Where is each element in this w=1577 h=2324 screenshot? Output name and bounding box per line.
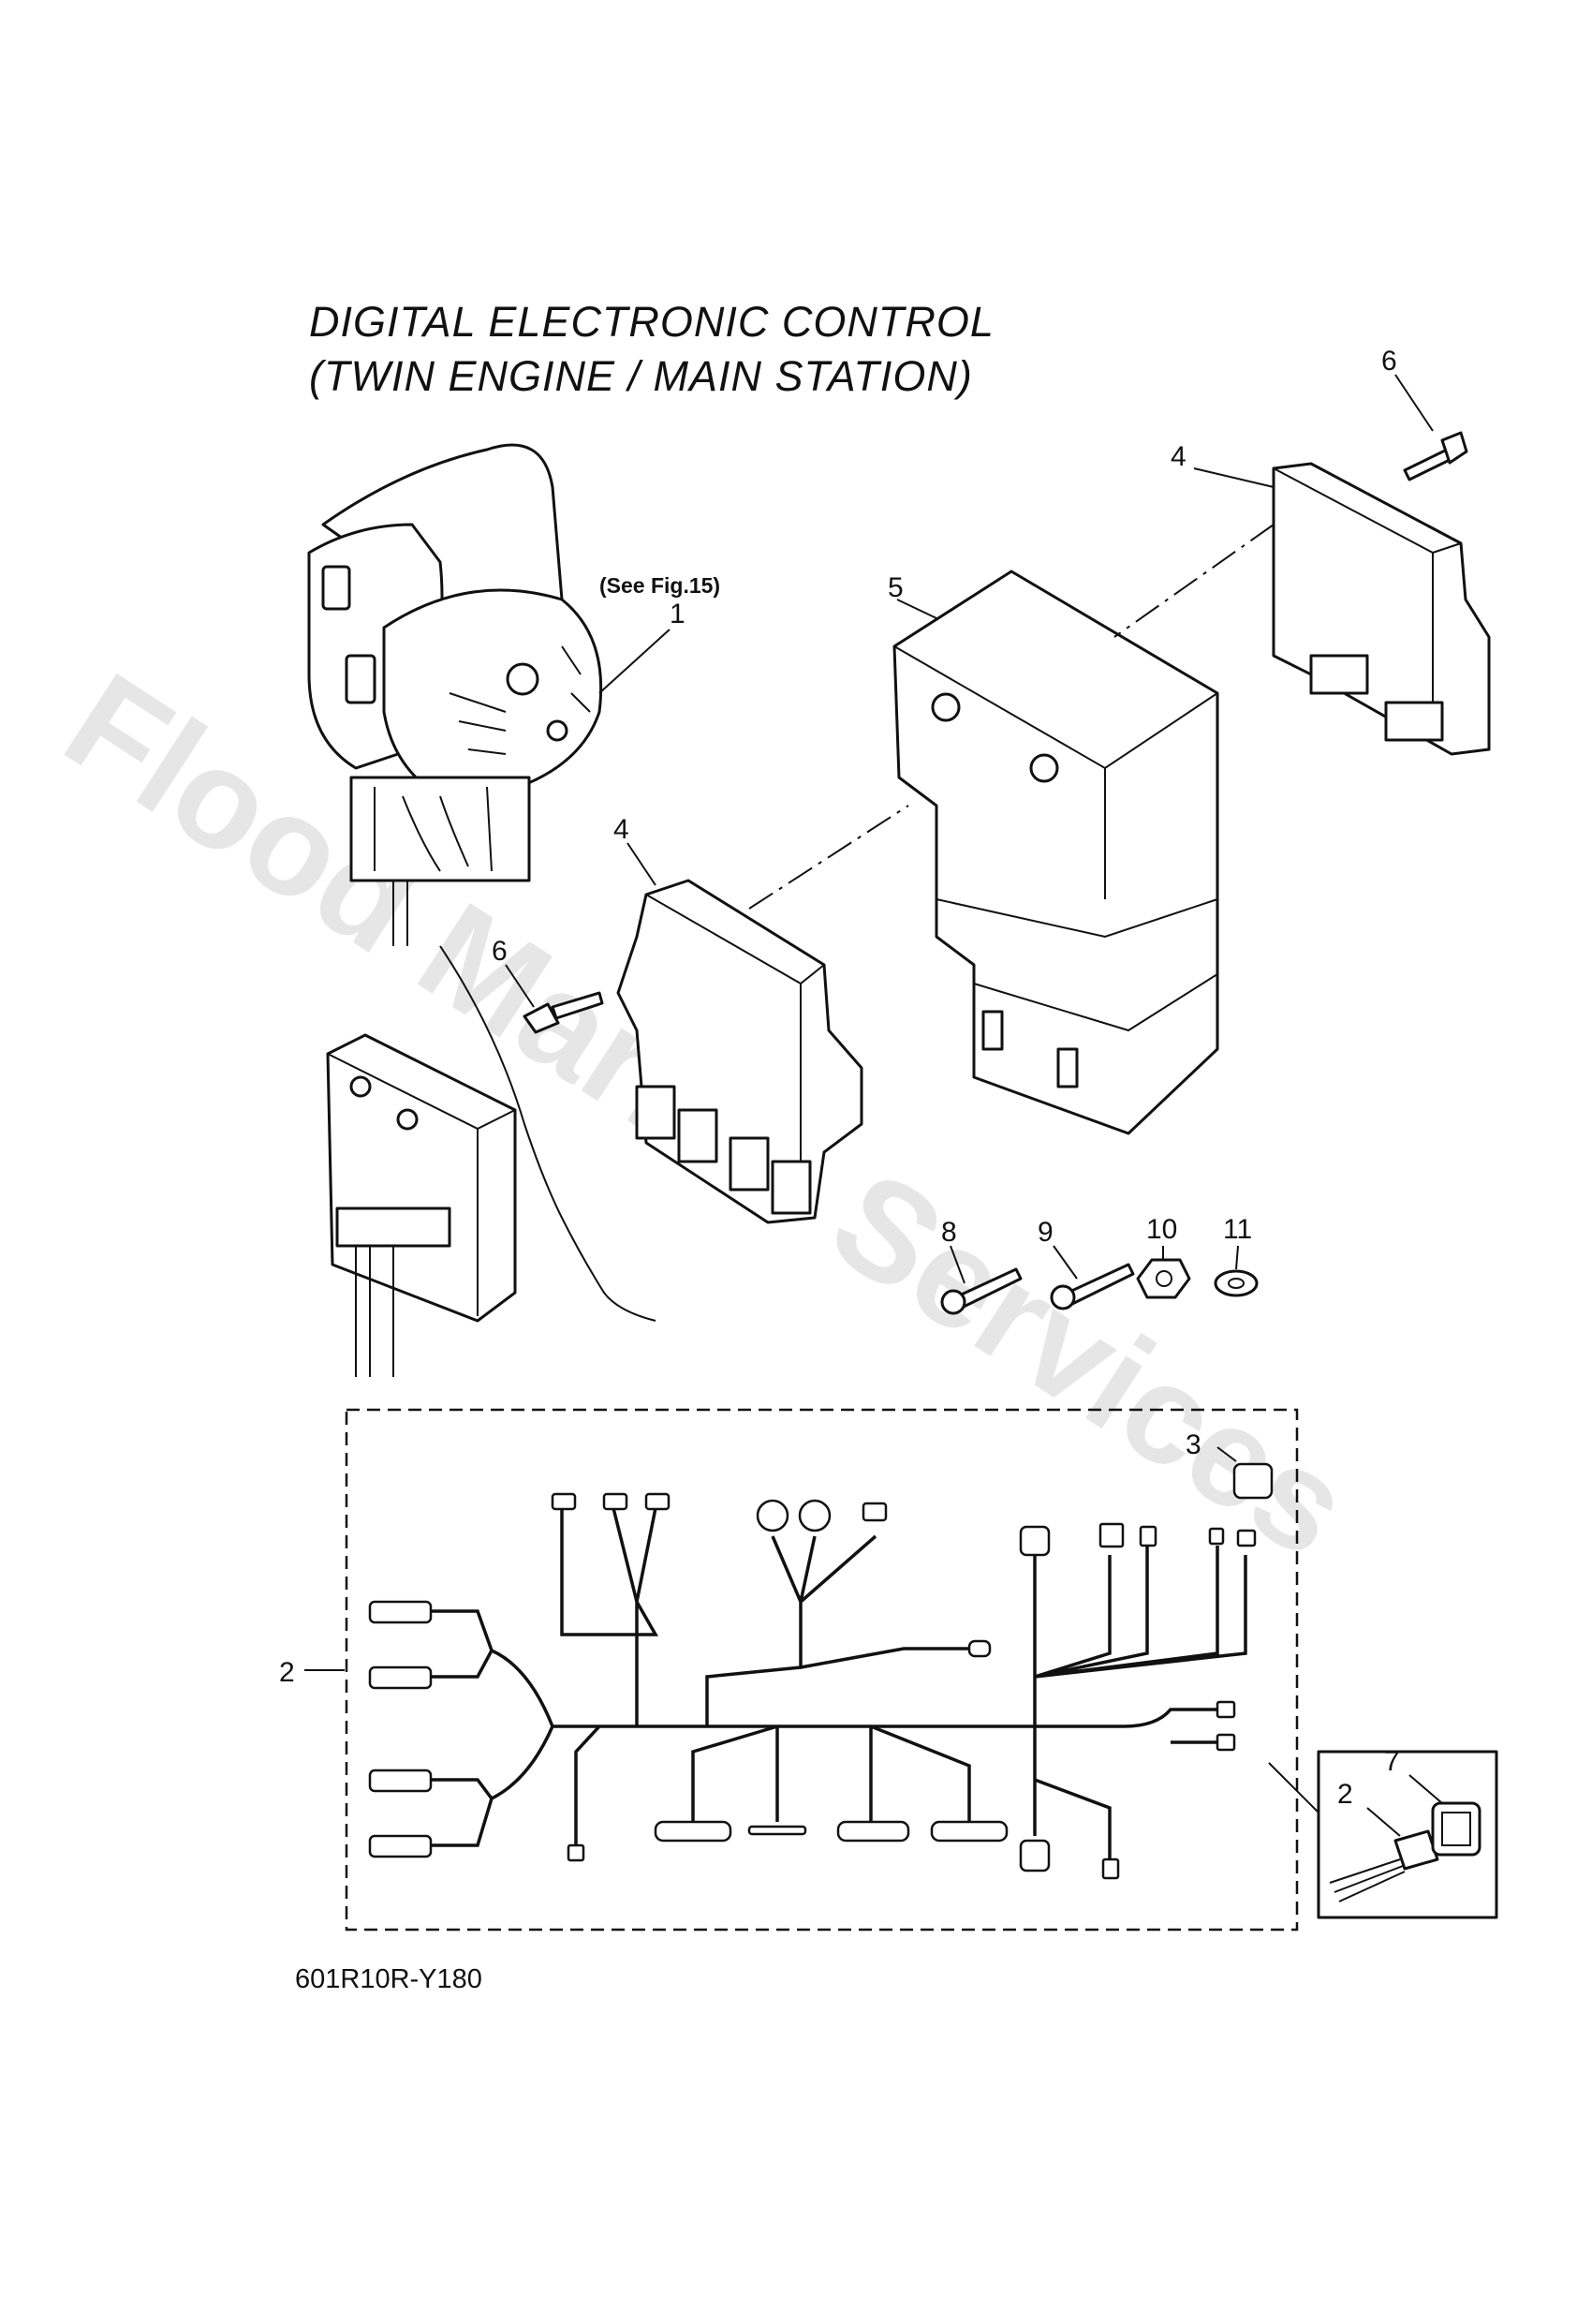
control-unit-middle-part bbox=[616, 805, 909, 1224]
callout-10: 10 bbox=[1146, 1214, 1177, 1245]
diagram-title-line-2: (TWIN ENGINE / MAIN STATION) bbox=[309, 352, 973, 400]
callout-7: 7 bbox=[1384, 1746, 1400, 1777]
callout-8: 8 bbox=[941, 1217, 957, 1248]
callout-2-inset: 2 bbox=[1337, 1779, 1353, 1810]
callout-6-middle: 6 bbox=[492, 936, 508, 967]
callout-1: 1 bbox=[670, 599, 685, 629]
harness-dashed-frame bbox=[345, 1408, 1299, 1932]
callout-5: 5 bbox=[888, 572, 904, 603]
drawing-code: 601R10R-Y180 bbox=[295, 1964, 482, 1994]
callout-3: 3 bbox=[1186, 1429, 1201, 1460]
callout-11: 11 bbox=[1223, 1214, 1252, 1245]
callout-9: 9 bbox=[1038, 1217, 1054, 1248]
wiring-harness-part bbox=[368, 1446, 1274, 1880]
callout-2: 2 bbox=[279, 1657, 295, 1688]
callout-4-upper: 4 bbox=[1171, 441, 1186, 472]
connector-inset bbox=[1268, 1750, 1498, 1919]
see-figure-reference: (See Fig.15) bbox=[599, 573, 720, 598]
diagram-title-line-1: DIGITAL ELECTRONIC CONTROL bbox=[309, 298, 995, 346]
alternate-control-assembly bbox=[326, 945, 656, 1377]
control-lever-part bbox=[307, 443, 671, 946]
callout-6-upper: 6 bbox=[1381, 346, 1397, 377]
hardware-parts bbox=[940, 1245, 1259, 1315]
bolt-upper-part bbox=[1394, 374, 1468, 481]
mounting-bracket-part bbox=[892, 570, 1219, 1135]
control-unit-upper-part bbox=[1113, 462, 1491, 756]
callout-4-middle: 4 bbox=[613, 814, 629, 845]
bolt-middle-part bbox=[505, 964, 604, 1034]
